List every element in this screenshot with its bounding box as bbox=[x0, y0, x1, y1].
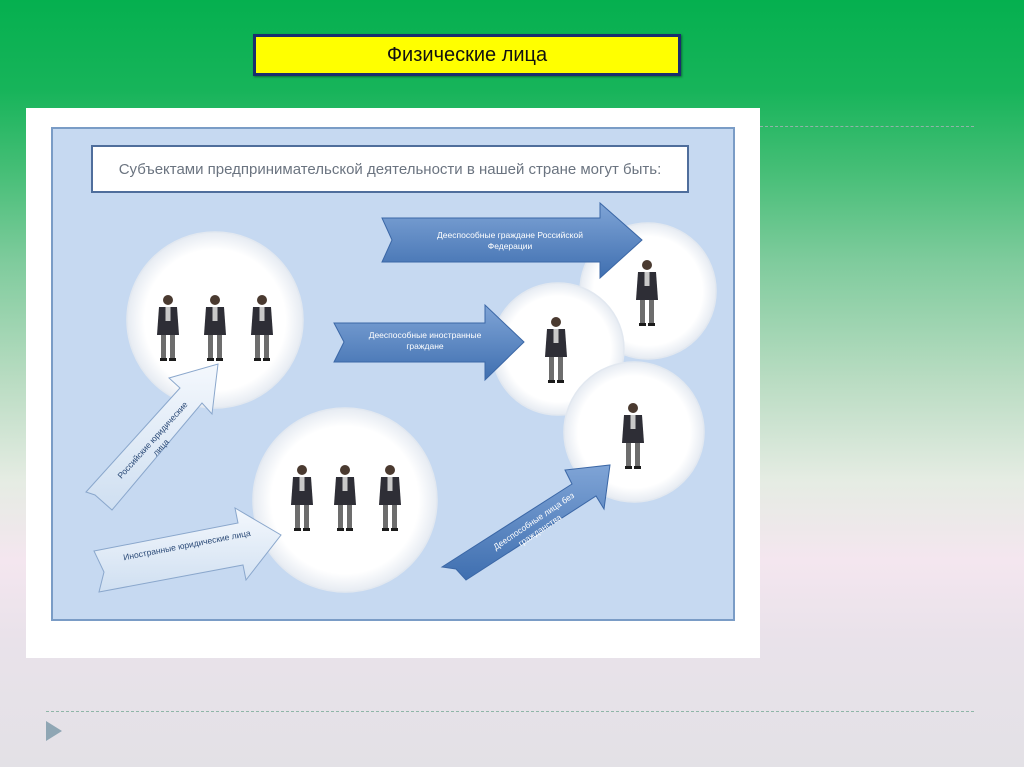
next-slide-icon[interactable] bbox=[46, 721, 62, 741]
arrow-label-citizens-rf: Дееспособные граждане Российской Федерац… bbox=[437, 230, 583, 251]
circle-russian-legal bbox=[126, 231, 304, 409]
bottom-divider bbox=[46, 711, 974, 712]
subject-heading: Субъектами предпринимательской деятельно… bbox=[91, 145, 689, 193]
top-divider bbox=[760, 126, 974, 127]
arrow-stateless bbox=[440, 464, 611, 581]
circle-foreign-legal bbox=[252, 407, 438, 593]
arrow-citizens-rf bbox=[381, 201, 643, 280]
arrow-foreign-citizens bbox=[333, 303, 525, 382]
slide-title: Физические лица bbox=[253, 34, 681, 76]
arrow-label-foreign-citizens: Дееспособные иностранные граждане bbox=[368, 330, 482, 351]
arrow-russian-legal bbox=[85, 363, 219, 511]
arrow-foreign-legal bbox=[93, 507, 282, 593]
